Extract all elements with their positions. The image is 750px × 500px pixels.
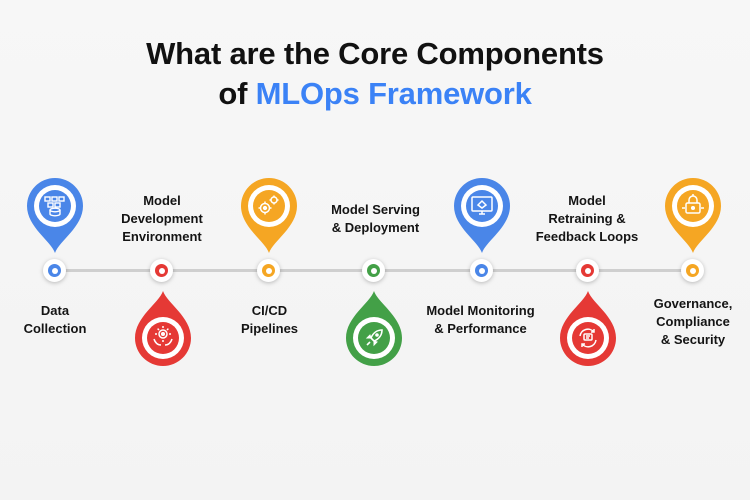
timeline-dot-data-collection [43,259,66,282]
gears-icon [258,195,279,215]
rocket-icon [365,329,383,347]
lock-icon [682,194,704,214]
label-model-development: Model Development Environment [121,193,203,244]
page-title: What are the Core Components of MLOps Fr… [0,34,750,114]
label-model-retraining: Model Retraining & Feedback Loops [535,193,639,244]
hand-gear-icon [153,326,173,346]
label-model-serving: Model Serving & Deployment [331,202,420,235]
monitor-icon [471,196,493,215]
title-prefix: of [218,76,256,111]
pin-model-serving [343,289,405,369]
timeline-dot-model-development [150,259,173,282]
pin-ci-cd [238,175,300,255]
title-accent: MLOps Framework [255,76,532,111]
label-data-collection: Data Collection [23,303,87,336]
pin-model-development [132,289,194,369]
pin-governance [662,175,724,255]
pin-data-collection [24,175,86,255]
timeline-dot-model-monitoring [470,259,493,282]
timeline-dot-ci-cd [257,259,280,282]
feedback-icon [579,328,597,348]
database-icon [44,196,65,217]
label-governance: Governance, Compliance & Security [653,296,733,347]
title-line-2: of MLOps Framework [0,74,750,114]
timeline-dot-governance [681,259,704,282]
label-ci-cd: CI/CD Pipelines [240,303,299,336]
pin-model-retraining [557,289,619,369]
timeline-dot-model-retraining [576,259,599,282]
title-line-1: What are the Core Components [146,36,604,71]
pin-model-monitoring [451,175,513,255]
timeline-dot-model-serving [362,259,385,282]
label-model-monitoring: Model Monitoring & Performance [426,303,535,336]
